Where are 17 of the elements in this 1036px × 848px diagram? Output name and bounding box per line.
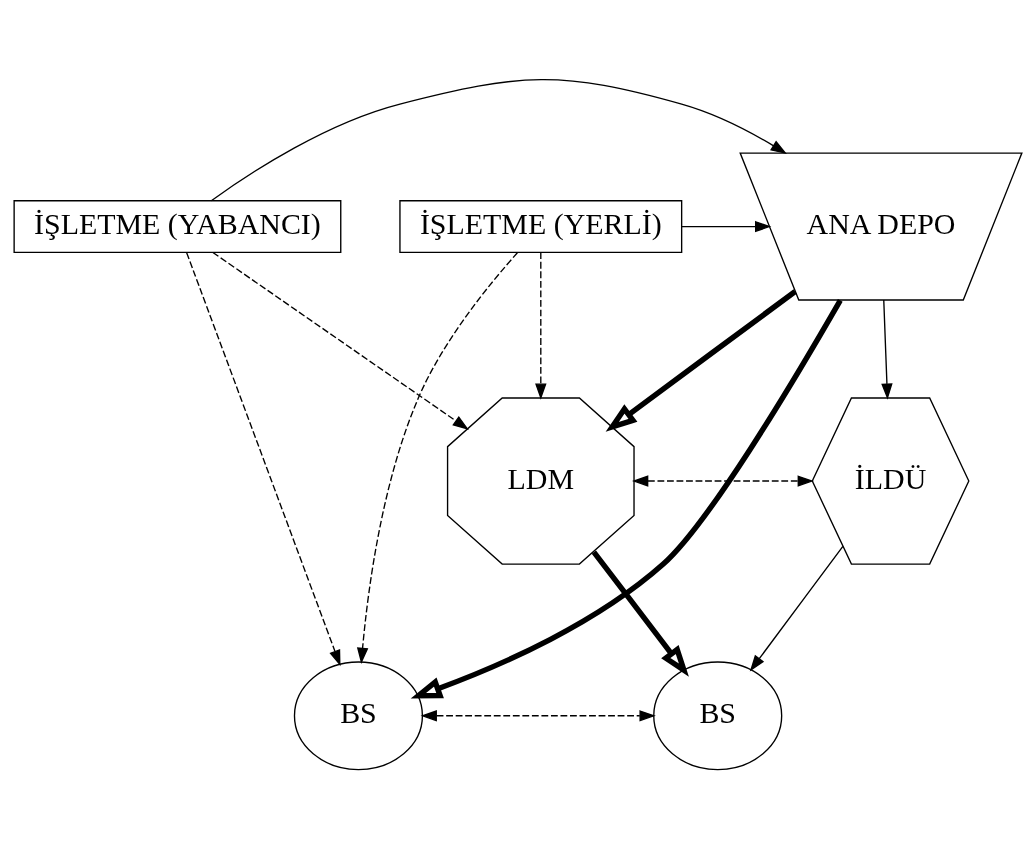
arrow <box>881 298 893 400</box>
node-box: İŞLETME (YABANCI) <box>13 199 342 253</box>
arrow <box>212 251 469 430</box>
arrow <box>681 220 772 232</box>
node-box: İŞLETME (YERLİ) <box>399 199 683 253</box>
arrow <box>210 78 787 201</box>
arrow <box>420 709 656 721</box>
arrow <box>632 474 814 487</box>
node-ellipse: BS <box>293 660 424 770</box>
arrow <box>186 251 341 666</box>
arrow <box>410 298 843 698</box>
arrow <box>535 251 547 400</box>
arrow <box>605 288 797 432</box>
node-ellipse: BS <box>653 660 783 770</box>
arrow <box>356 251 519 664</box>
arrow <box>749 545 844 671</box>
arrow <box>591 549 689 677</box>
